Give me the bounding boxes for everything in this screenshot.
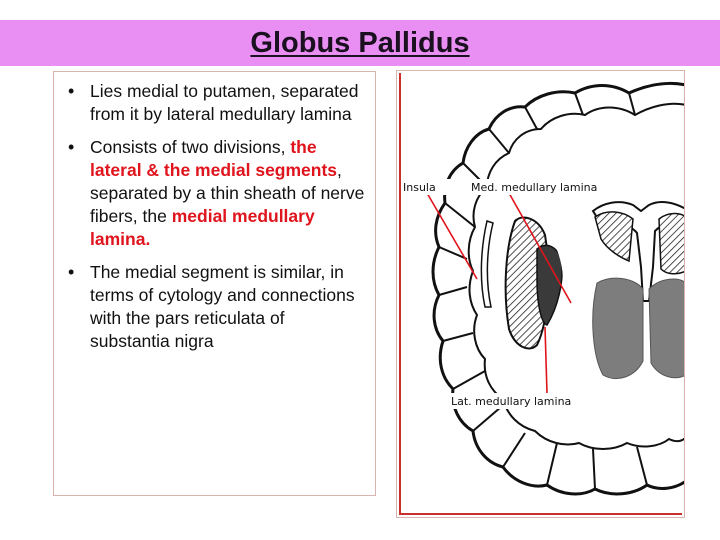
slide-title: Globus Pallidus xyxy=(250,26,470,59)
bullet-item-2: Consists of two divisions, the lateral &… xyxy=(68,136,367,251)
med-lamina-label-bg xyxy=(469,179,631,195)
bullet-1-text: Lies medial to putamen, separated from i… xyxy=(90,81,359,124)
thalamus xyxy=(592,277,644,379)
bullet-item-1: Lies medial to putamen, separated from i… xyxy=(68,80,367,126)
med-lamina-label: Med. medullary lamina xyxy=(471,181,597,194)
bullet-list: Lies medial to putamen, separated from i… xyxy=(68,80,367,353)
ventricle-hatch-right xyxy=(658,212,684,275)
bullet-text-box: Lies medial to putamen, separated from i… xyxy=(53,71,376,496)
thalamus-right xyxy=(648,278,684,379)
label-pointers xyxy=(426,192,572,394)
claustrum xyxy=(480,220,494,308)
brain-diagram: Insula Med. medullary lamina Lat. medull… xyxy=(401,81,684,496)
figure-frame xyxy=(399,73,682,515)
title-bar: Globus Pallidus xyxy=(0,20,720,66)
lat-lamina-label-bg xyxy=(449,393,605,409)
lat-lamina-label: Lat. medullary lamina xyxy=(451,395,571,408)
medial-lamina-line xyxy=(556,246,566,310)
bullet-3-text: The medial segment is similar, in terms … xyxy=(90,262,355,351)
bullet-2-text-before: Consists of two divisions, xyxy=(90,137,291,157)
insula-label: Insula xyxy=(403,181,436,194)
brain-section-figure: Insula Med. medullary lamina Lat. medull… xyxy=(396,70,685,518)
globus-pallidus-lateral xyxy=(536,244,563,326)
bullet-2-text-middle: , separated by a thin sheath of nerve fi… xyxy=(90,160,365,226)
ventricle-hatch-left xyxy=(594,211,634,263)
bullet-item-3: The medial segment is similar, in terms … xyxy=(68,261,367,353)
bullet-2-highlight-segments: the lateral & the medial segments xyxy=(90,137,338,180)
insula-label-bg xyxy=(401,179,453,195)
sulci xyxy=(438,92,648,490)
bullet-2-highlight-lamina: medial medullary lamina. xyxy=(90,206,315,249)
cortex-inner-outline xyxy=(467,102,684,450)
